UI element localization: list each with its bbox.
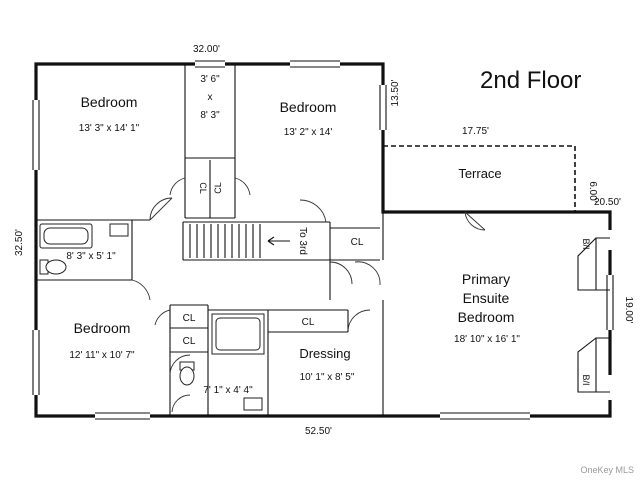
room-small-line3: 8' 3"	[200, 110, 220, 121]
room-small-line2: x	[208, 92, 213, 103]
closet-label-4: CL	[183, 313, 196, 324]
room-primary-line2: Ensuite	[463, 290, 510, 306]
exterior-walls	[34, 62, 612, 418]
room-dressing-name: Dressing	[299, 346, 350, 361]
labels: 2nd Floor 32.00' 32.50' 52.50' 17.75' 6.…	[14, 44, 634, 475]
built-in-label-1: B/I	[581, 238, 591, 249]
staircase	[189, 224, 290, 258]
toilet-icon-2	[179, 366, 195, 386]
dim-right-lower: 19.00'	[623, 297, 634, 324]
bathtub-basin-icon	[43, 227, 89, 245]
terrace-outline	[383, 145, 576, 212]
room-bath-s-size: 7' 1" x 4' 4"	[203, 385, 253, 396]
interior-walls	[36, 64, 610, 416]
watermark-text: OneKey MLS	[580, 465, 634, 475]
floor-title: 2nd Floor	[480, 67, 581, 94]
room-primary-size: 18' 10" x 16' 1"	[454, 334, 520, 345]
room-bedroom-ne-size: 13' 2" x 14'	[284, 127, 333, 138]
bath-fixtures	[39, 223, 265, 411]
dim-hall-right: 13.50'	[390, 79, 401, 106]
sink-icon	[109, 223, 129, 237]
room-terrace-name: Terrace	[458, 166, 501, 181]
closet-label-6: CL	[302, 317, 315, 328]
dim-bottom: 52.50'	[305, 426, 332, 437]
room-bath-w-size: 8' 3" x 5' 1"	[66, 251, 116, 262]
door-swings	[131, 177, 486, 413]
closet-label-2: CL	[213, 182, 223, 194]
room-dressing-size: 10' 1" x 8' 5"	[300, 372, 355, 383]
sink-icon-2	[243, 397, 263, 411]
dim-top: 32.00'	[193, 44, 220, 55]
dim-terrace-depth: 6.00'	[587, 181, 598, 202]
dim-left: 32.50'	[14, 229, 25, 256]
room-bedroom-nw-size: 13' 3" x 14' 1"	[79, 123, 140, 134]
room-primary-line3: Bedroom	[458, 309, 515, 325]
toilet-icon	[45, 259, 67, 275]
stairs-label: To 3rd	[297, 227, 308, 255]
closet-label-1: CL	[198, 182, 208, 194]
room-primary-line1: Primary	[462, 271, 510, 287]
built-in-label-2: B/I	[581, 374, 591, 385]
room-small-line1: 3' 6"	[200, 74, 220, 85]
closet-label-5: CL	[183, 336, 196, 347]
room-bedroom-sw-size: 12' 11" x 10' 7"	[69, 350, 135, 361]
dim-right-upper: 20.50'	[594, 197, 621, 208]
room-bedroom-ne-name: Bedroom	[280, 99, 337, 115]
room-bedroom-nw-name: Bedroom	[81, 94, 138, 110]
shower-basin-icon	[215, 317, 261, 351]
closet-label-3: CL	[351, 237, 364, 248]
windows	[32, 60, 614, 420]
dim-terrace-width: 17.75'	[462, 126, 489, 137]
room-bedroom-sw-name: Bedroom	[74, 320, 131, 336]
